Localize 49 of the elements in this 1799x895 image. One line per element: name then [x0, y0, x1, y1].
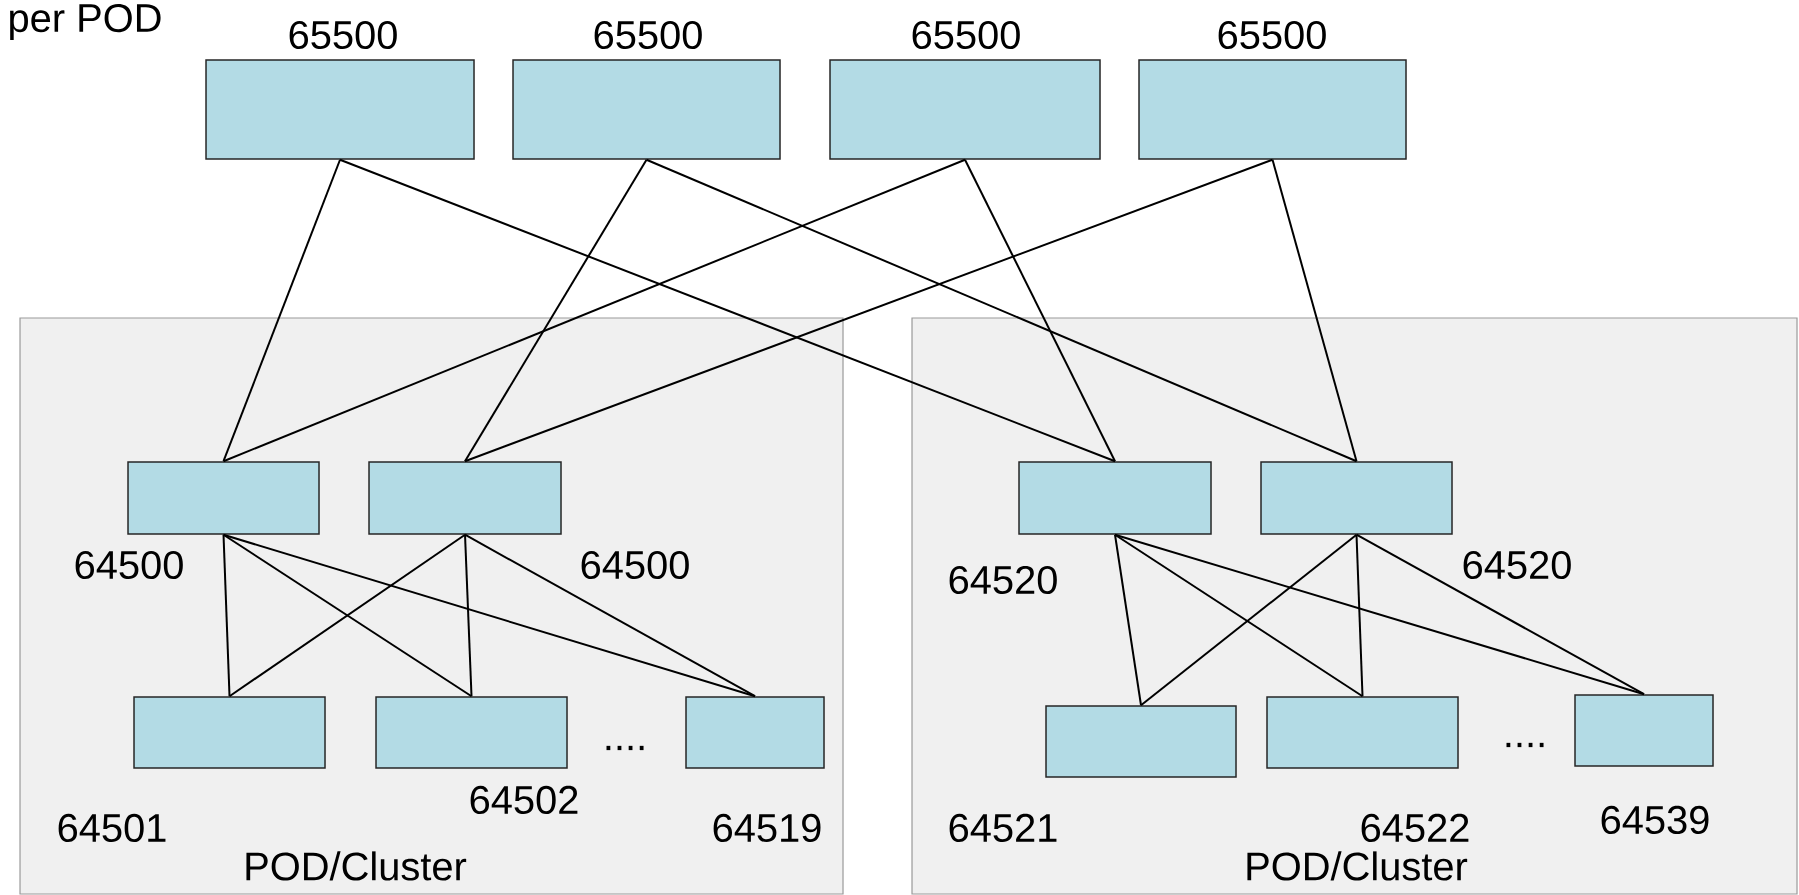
connection-line: [222, 158, 966, 463]
ellipsis-text: ....: [606, 745, 644, 751]
node-label: 64502: [470, 785, 578, 815]
switch-box: 65500: [829, 20, 1101, 160]
node-label: 64500: [581, 550, 689, 580]
connection-line: [222, 158, 341, 463]
connection-line: [1271, 158, 1358, 463]
switch-box: 64520: [1260, 461, 1571, 580]
connection-line: [1114, 533, 1364, 698]
connection-line: [964, 158, 1116, 463]
switch-box: 64501: [58, 696, 326, 843]
switch-box: 64500: [368, 461, 689, 580]
node-label: 65500: [1218, 20, 1326, 50]
node-label: 64520: [949, 565, 1057, 595]
switch-box: 64500: [75, 461, 320, 580]
connection-line: [464, 533, 473, 698]
connection-line: [464, 158, 648, 463]
connection-line: [1355, 533, 1364, 698]
switch-box: 64520: [949, 461, 1212, 595]
ellipsis-text: ....: [1506, 742, 1544, 748]
switch-box: 65500: [512, 20, 781, 160]
switch-box: 64519: [685, 696, 825, 843]
node-label: 64520: [1463, 550, 1571, 580]
switch-box: 64539: [1574, 694, 1714, 835]
node-label: 65500: [289, 20, 397, 50]
switch-box: 64522: [1266, 696, 1469, 843]
connection-line: [1355, 533, 1645, 696]
switch-box: 65500: [205, 20, 475, 160]
node-label: 64519: [713, 813, 821, 843]
switch-box: 64521: [949, 705, 1237, 843]
connection-line: [222, 533, 756, 698]
node-label: 65500: [912, 20, 1020, 50]
node-label: 64500: [75, 550, 183, 580]
connection-line: [222, 533, 231, 698]
switch-box: 64502: [375, 696, 578, 815]
connection-line: [464, 533, 756, 698]
annotation-text: per POD: [10, 3, 161, 41]
connection-line: [1140, 533, 1358, 707]
node-label: 64539: [1601, 805, 1709, 835]
node-label: 64522: [1361, 813, 1469, 843]
switch-box: 65500: [1138, 20, 1407, 160]
node-label: 65500: [594, 20, 702, 50]
connection-line: [645, 158, 1358, 463]
connection-line: [1114, 533, 1645, 696]
node-label: 64521: [949, 813, 1057, 843]
connection-line: [1114, 533, 1142, 707]
connection-line: [464, 158, 1274, 463]
connection-line: [339, 158, 1116, 463]
node-label: 64501: [58, 813, 166, 843]
